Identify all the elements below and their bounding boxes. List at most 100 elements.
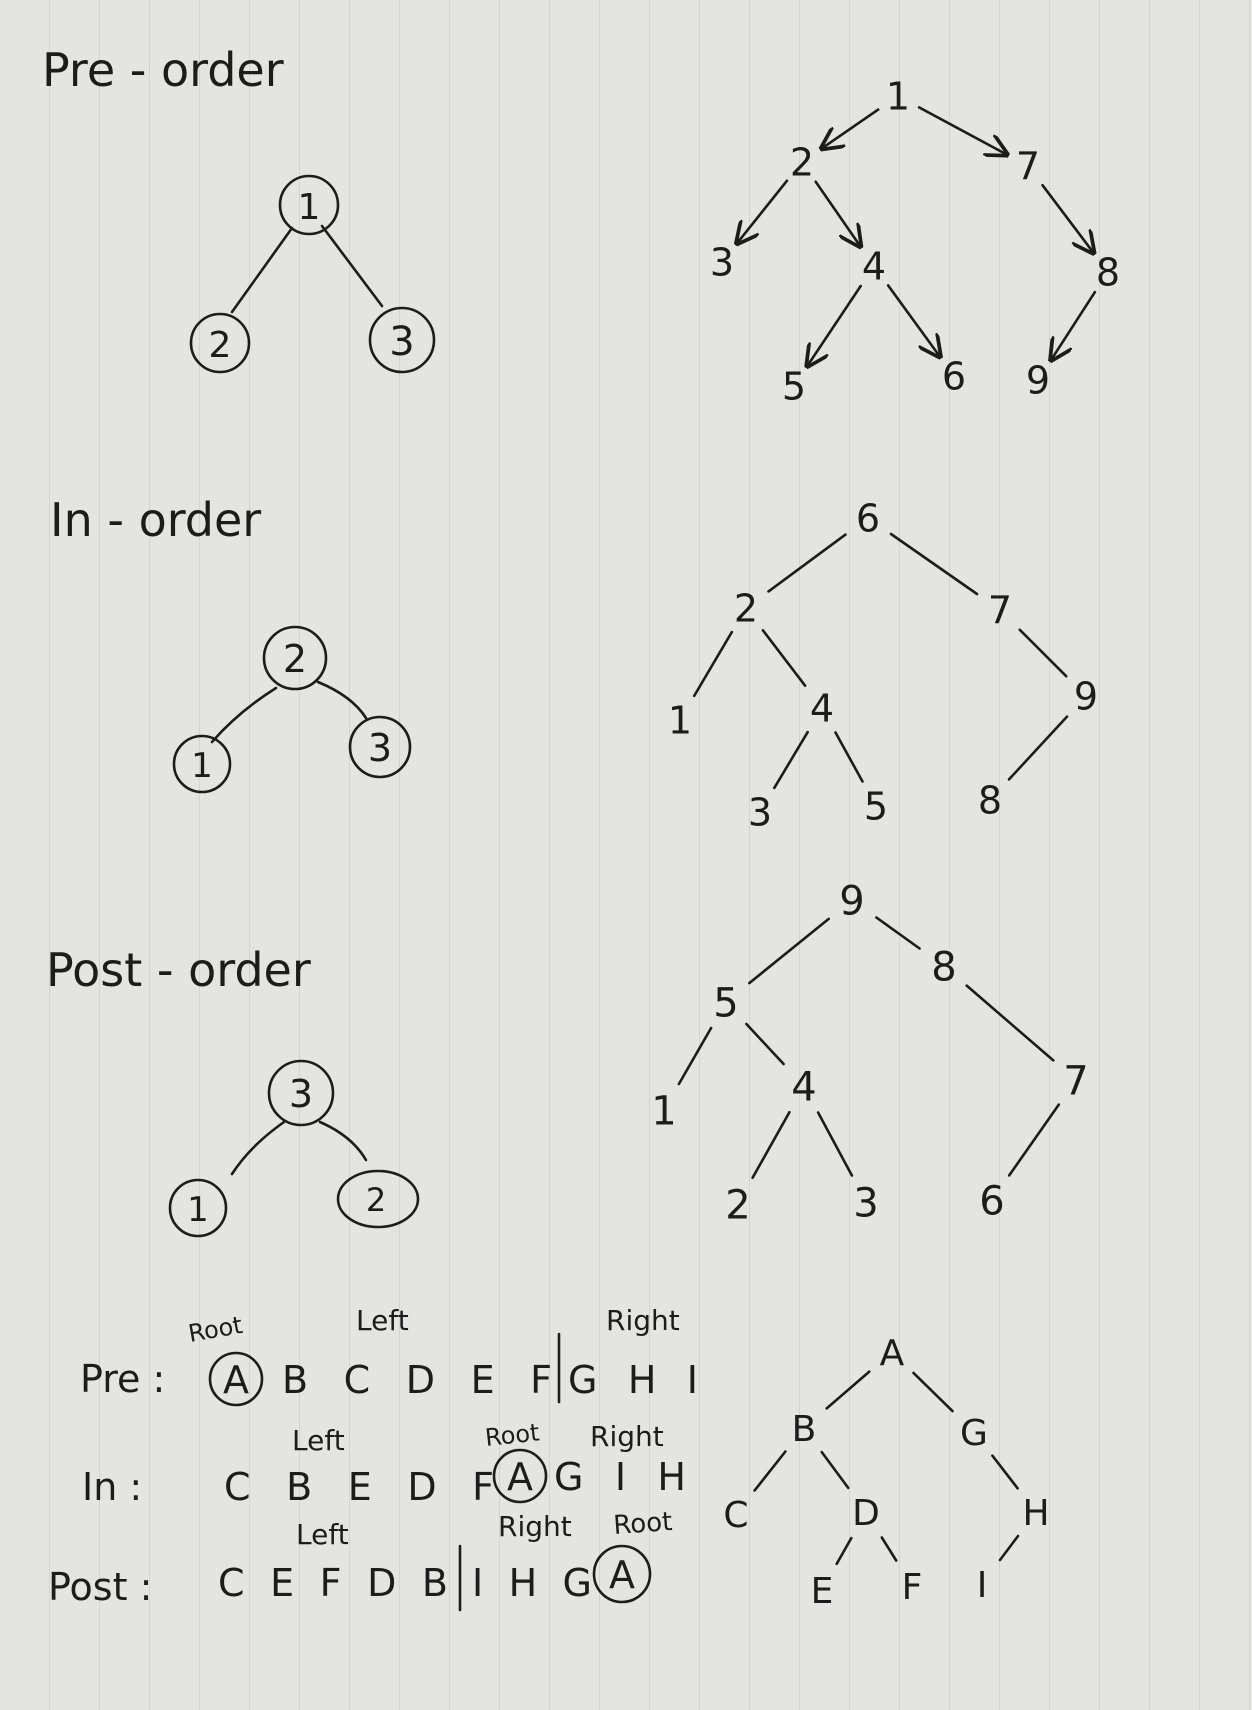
tree-node: 9 — [1026, 359, 1050, 403]
tree-node: 2 — [790, 141, 814, 185]
sequence-root: A — [609, 1553, 635, 1597]
tree-node: 7 — [1063, 1058, 1088, 1104]
tree-node: 8 — [931, 944, 956, 990]
tree-edge — [998, 1534, 1020, 1562]
tree-node: 4 — [862, 245, 886, 289]
note-left: Left — [292, 1424, 345, 1457]
sequence-right: G I H — [554, 1455, 686, 1499]
tree-node: 5 — [782, 365, 806, 409]
tree-node: 9 — [839, 878, 864, 924]
sequence-label: Pre : — [80, 1357, 165, 1401]
node-circle — [336, 1169, 420, 1229]
tree-node: B — [792, 1409, 817, 1450]
tree-node: 3 — [710, 241, 734, 285]
note-left: Left — [356, 1304, 409, 1337]
sequence-post: Post : Left Right Root C E F D B I H G A — [48, 1507, 673, 1612]
node-circle — [267, 1059, 335, 1127]
tree-node: 5 — [864, 785, 888, 829]
tree-node: 1 — [668, 699, 692, 743]
tree-node: 2 — [209, 325, 232, 366]
tree-edge — [807, 284, 863, 366]
root-circle — [208, 1351, 264, 1407]
title-postorder: Post - order — [46, 943, 311, 997]
tree-edge — [772, 730, 810, 790]
tree-edge — [834, 731, 864, 783]
sequence-label: In : — [82, 1465, 142, 1509]
title-inorder: In - order — [50, 493, 261, 547]
note-right: Right — [498, 1510, 572, 1543]
tree-node: 5 — [713, 980, 738, 1026]
tree-edge — [1041, 183, 1094, 253]
tree-edge — [814, 180, 861, 247]
sequence-right: I H G — [472, 1561, 592, 1605]
tree-edge — [835, 1536, 853, 1566]
tree-node: E — [811, 1571, 834, 1612]
tree-edge — [751, 1110, 791, 1180]
sequence-root: A — [507, 1455, 533, 1499]
tree-node: 2 — [725, 1182, 750, 1228]
note-right: Right — [590, 1420, 664, 1453]
tree-edge — [822, 108, 880, 149]
tree-node: 6 — [979, 1178, 1004, 1224]
tree-node: D — [852, 1493, 880, 1534]
node-circle — [262, 625, 328, 691]
tree-node: 8 — [978, 779, 1002, 823]
tree-node: A — [880, 1333, 905, 1374]
sequence-left: C E F D B — [218, 1561, 448, 1605]
tree-edge — [886, 284, 940, 356]
tree-edge — [880, 1536, 898, 1562]
sequence-label: Post : — [48, 1565, 152, 1609]
sequence-in: In : Left Root Right C B E D F A G I H — [82, 1418, 686, 1509]
tree-node: 2 — [734, 587, 758, 631]
tree-edge — [737, 179, 789, 244]
node-circle — [189, 312, 251, 374]
tree-edge — [965, 984, 1055, 1062]
tree-node: G — [960, 1413, 988, 1454]
sequence-pre: Pre : Root Left Right A B C D E F G H I — [80, 1304, 698, 1407]
tree-node: 7 — [1016, 145, 1040, 189]
note-root: Root — [484, 1418, 541, 1452]
node-circle — [348, 715, 412, 779]
tree-node: 3 — [389, 319, 414, 365]
tree-node: 7 — [988, 589, 1012, 633]
tree-node: 1 — [886, 75, 910, 119]
node-circle — [168, 1178, 228, 1238]
tree-node: 6 — [942, 355, 966, 399]
big-tree-postorder: 9 5 8 1 4 7 2 3 6 — [651, 878, 1088, 1228]
tree-edge — [745, 1022, 785, 1066]
tree-node: 1 — [651, 1088, 676, 1134]
note-root: Root — [612, 1507, 673, 1541]
sequence-root: A — [223, 1358, 249, 1402]
tree-edge — [1051, 290, 1097, 360]
node-circle — [278, 174, 340, 236]
tree-edge — [753, 1450, 787, 1492]
tree-node: 4 — [791, 1064, 816, 1110]
tree-node: 2 — [366, 1181, 386, 1219]
tree-edge — [816, 1111, 854, 1177]
tree-edge — [912, 1371, 954, 1413]
note-left: Left — [296, 1518, 349, 1551]
tree-node: I — [977, 1565, 988, 1606]
root-circle — [592, 1544, 652, 1604]
tree-edge — [677, 1026, 713, 1086]
tree-node: 3 — [368, 726, 392, 770]
note-right: Right — [606, 1304, 680, 1337]
tree-node: H — [1022, 1493, 1049, 1534]
note-root: Root — [186, 1311, 244, 1348]
tree-node: 2 — [283, 637, 307, 681]
tree-node: 6 — [856, 497, 880, 541]
tree-edge — [747, 917, 831, 985]
sequence-left: C B E D F — [224, 1465, 494, 1509]
tree-node: 3 — [289, 1072, 313, 1116]
tree-node: 1 — [187, 1190, 209, 1230]
tree-node: 3 — [853, 1180, 878, 1226]
small-tree-inorder: 2 1 3 — [172, 625, 412, 794]
tree-edge — [889, 532, 979, 596]
tree-node: C — [723, 1495, 748, 1536]
tree-edge — [825, 1370, 871, 1410]
tree-edge — [1018, 628, 1068, 678]
small-tree-postorder: 3 1 2 — [168, 1059, 420, 1238]
